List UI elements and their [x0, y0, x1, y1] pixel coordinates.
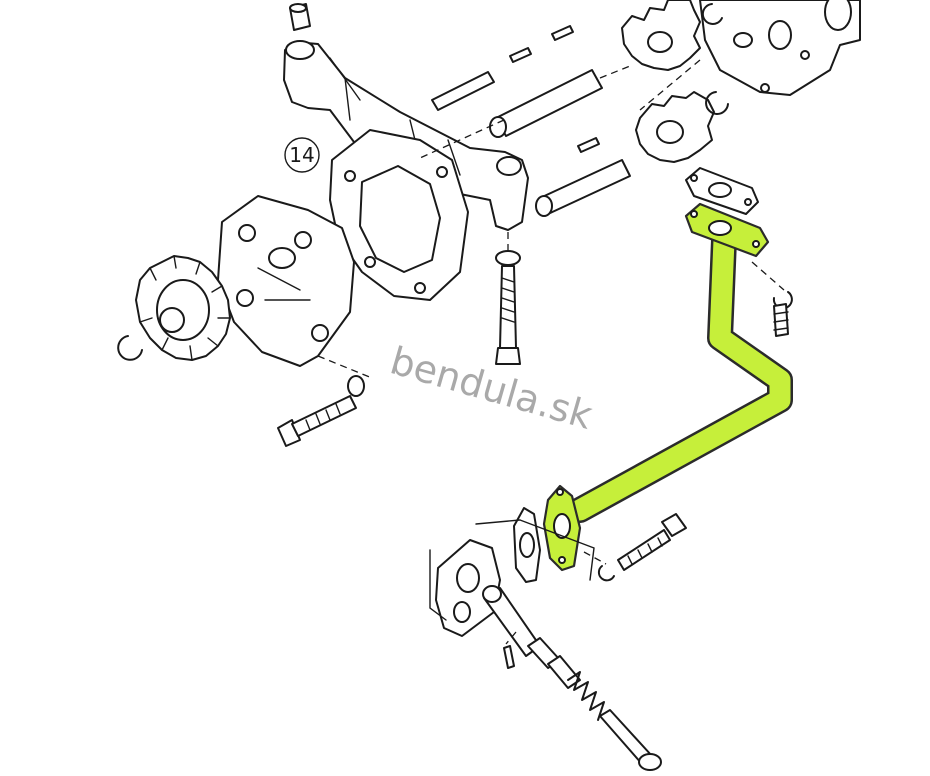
pump-housing-cover	[639, 0, 861, 111]
pickup-tube	[482, 585, 541, 669]
pump-body-bracket	[283, 40, 529, 231]
pickup-adapter-block	[429, 519, 595, 637]
vertical-bolt	[495, 232, 521, 365]
cover-bolt	[277, 355, 373, 447]
highlighted-oil-pipe	[542, 202, 793, 572]
pump-gear-lower	[635, 91, 715, 163]
drive-gear	[135, 255, 231, 361]
callout-14: 14	[284, 137, 320, 173]
watermark-text: bendula.sk	[386, 338, 598, 437]
circlip-drive-gear	[117, 335, 143, 361]
pump-gasket-plate	[329, 129, 469, 301]
shafts-and-pins	[419, 25, 631, 217]
flange-bolt-upper	[751, 261, 793, 337]
pump-gear-upper	[621, 0, 701, 71]
callout-number: 14	[289, 143, 314, 167]
circlip-upper-right	[701, 3, 729, 115]
pump-cover-plate	[217, 195, 355, 367]
lower-gasket	[513, 507, 541, 583]
upper-flange-gasket	[685, 167, 759, 215]
relief-valve-spring	[527, 637, 662, 771]
sleeve-top	[289, 3, 311, 31]
flange-bolt-lower	[583, 513, 687, 582]
